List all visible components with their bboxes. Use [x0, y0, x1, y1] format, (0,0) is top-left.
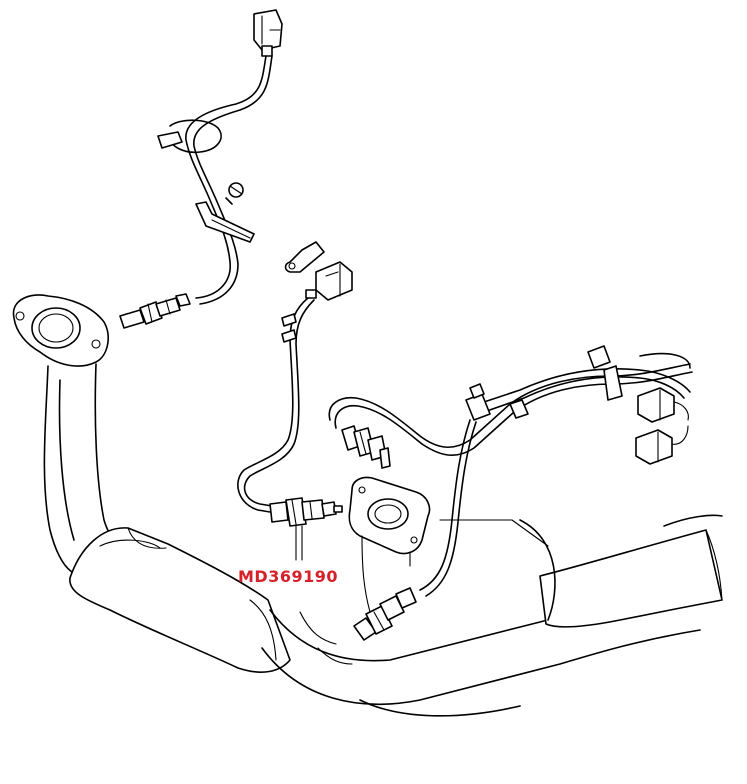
- middle-connector: [305, 261, 353, 301]
- oxygen-sensor-right-upper: [341, 425, 391, 469]
- middle-clip: [284, 241, 325, 273]
- part-number-label: MD369190: [238, 567, 338, 586]
- exhaust-pipe-left: [12, 294, 131, 576]
- sensor-leader-lines: [361, 519, 549, 613]
- oxygen-sensor-md369190: [269, 497, 343, 527]
- callout-leader: [295, 525, 303, 561]
- harness-clamps: [465, 345, 623, 421]
- top-bracket: [195, 201, 255, 243]
- top-connector: [253, 9, 283, 57]
- right-connector-lower: [635, 425, 689, 465]
- right-connector-upper: [637, 387, 689, 423]
- exhaust-flange-right: [348, 476, 431, 567]
- oxygen-sensor-top: [119, 293, 191, 329]
- catalytic-converter: [69, 527, 291, 673]
- middle-harness-wire: [237, 297, 315, 513]
- bracket-bolt: [225, 182, 244, 205]
- exhaust-pipe-main: [261, 514, 723, 717]
- top-harness-wire: [157, 55, 273, 305]
- right-harness-bundle: [328, 352, 693, 456]
- oxygen-sensor-lower-right: [353, 587, 417, 641]
